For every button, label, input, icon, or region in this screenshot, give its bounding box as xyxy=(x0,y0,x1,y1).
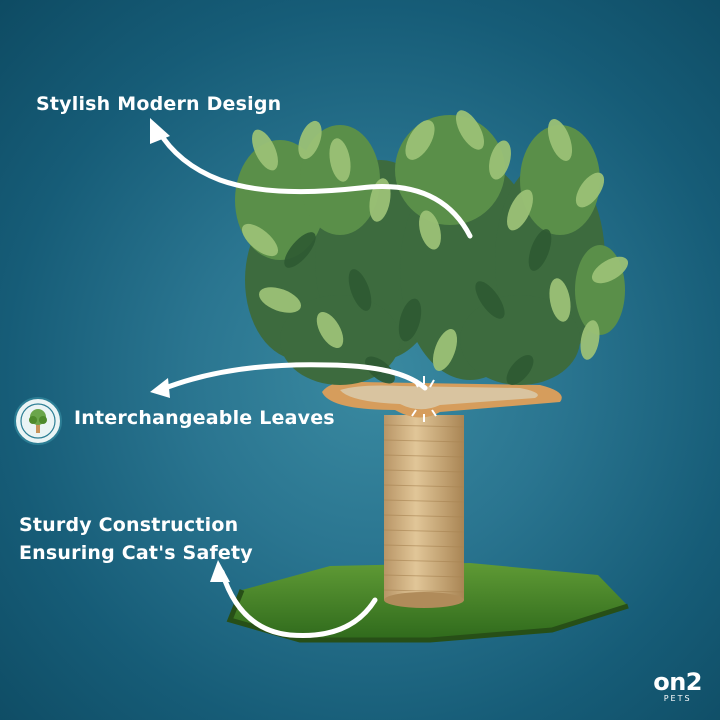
arrow-icon xyxy=(150,378,170,398)
brand-logo-sub: PETS xyxy=(663,694,692,703)
top-platform xyxy=(322,381,562,418)
scratching-post xyxy=(383,415,465,608)
arrow-icon xyxy=(157,362,428,393)
callout-construction-line1: Sturdy Construction xyxy=(19,514,239,536)
callout-construction: Sturdy Construction Ensuring Cat's Safet… xyxy=(19,511,253,567)
arrow-icon xyxy=(150,118,170,144)
arrow-icon xyxy=(210,560,230,582)
callout-construction-line2: Ensuring Cat's Safety xyxy=(19,542,253,564)
brand-logo-icon: on2 PETS xyxy=(653,670,702,704)
callout-leaves: Interchangeable Leaves xyxy=(74,407,335,429)
callout-design: Stylish Modern Design xyxy=(36,93,282,115)
arrow-icon xyxy=(219,569,378,639)
arrows xyxy=(155,127,473,639)
foliage xyxy=(235,110,629,385)
brand-logo-main: on2 xyxy=(653,668,702,696)
arrow-icon xyxy=(155,127,473,239)
sparkle-icon xyxy=(411,376,437,422)
leaf-badge-icon xyxy=(14,397,62,445)
